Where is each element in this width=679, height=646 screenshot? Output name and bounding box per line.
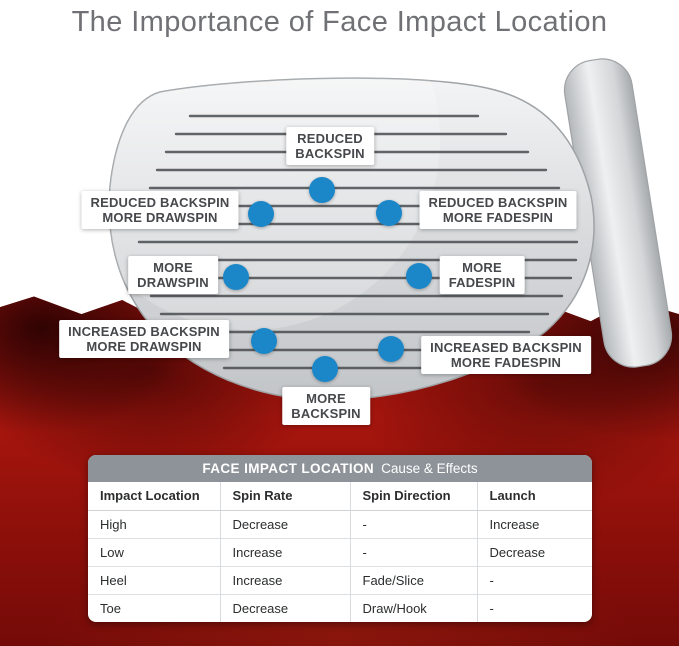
table-header: FACE IMPACT LOCATION Cause & Effects (88, 455, 592, 482)
page-title: The Importance of Face Impact Location (71, 6, 608, 38)
table-row: High Decrease - Increase (88, 510, 592, 538)
table-cell: Heel (88, 565, 221, 594)
callout-increased-backspin-more-fadespin: INCREASED BACKSPIN MORE FADESPIN (421, 336, 591, 374)
table-cell: Decrease (220, 593, 351, 622)
impact-dot-upper-heel (376, 200, 402, 226)
callout-line: REDUCED (297, 131, 363, 146)
callout-reduced-backspin-more-fadespin: REDUCED BACKSPIN MORE FADESPIN (419, 191, 577, 229)
callout-reduced-backspin-more-drawspin: REDUCED BACKSPIN MORE DRAWSPIN (81, 191, 239, 229)
callout-line: DRAWSPIN (137, 275, 209, 290)
face-impact-table-card: FACE IMPACT LOCATION Cause & Effects Imp… (88, 455, 592, 622)
callout-more-backspin: MORE BACKSPIN (282, 387, 370, 425)
callout-reduced-backspin: REDUCED BACKSPIN (286, 127, 374, 165)
table-cell: - (350, 510, 478, 538)
table-cell: Toe (88, 593, 221, 622)
callout-line: INCREASED BACKSPIN (430, 340, 582, 355)
table-cell: High (88, 510, 221, 538)
callout-line: FADESPIN (448, 275, 516, 290)
table-row: Heel Increase Fade/Slice - (88, 565, 592, 594)
table-cell: Decrease (477, 537, 592, 566)
table-row: Toe Decrease Draw/Hook - (88, 593, 592, 622)
callout-increased-backspin-more-drawspin: INCREASED BACKSPIN MORE DRAWSPIN (59, 320, 229, 358)
callout-line: BACKSPIN (291, 406, 361, 421)
table-header-subtitle: Cause & Effects (381, 461, 478, 476)
column-header-spin-direction: Spin Direction (350, 482, 478, 511)
column-header-row: Impact Location Spin Rate Spin Direction… (88, 482, 592, 511)
column-header-spin-rate: Spin Rate (220, 482, 351, 511)
impact-dot-upper-toe (248, 201, 274, 227)
callout-line: MORE (462, 260, 502, 275)
impact-dot-high (309, 177, 335, 203)
callout-line: MORE FADESPIN (450, 355, 562, 370)
callout-line: MORE DRAWSPIN (86, 339, 202, 354)
callout-line: MORE (306, 391, 346, 406)
impact-dot-lower-heel (378, 336, 404, 362)
callout-line: MORE FADESPIN (442, 210, 554, 225)
table-cell: Decrease (220, 510, 351, 538)
callout-more-fadespin: MORE FADESPIN (439, 256, 525, 294)
table-cell: Draw/Hook (350, 593, 478, 622)
impact-dot-toe (223, 264, 249, 290)
table-cell: Increase (220, 537, 351, 566)
effects-table: Impact Location Spin Rate Spin Direction… (88, 482, 592, 622)
callout-line: MORE (153, 260, 193, 275)
table-cell: Low (88, 537, 221, 566)
callout-line: BACKSPIN (295, 146, 365, 161)
impact-dot-heel (406, 263, 432, 289)
table-cell: Increase (489, 516, 540, 532)
impact-dot-low (312, 356, 338, 382)
callout-line: MORE DRAWSPIN (102, 210, 218, 225)
table-cell: - (477, 593, 592, 622)
callout-more-drawspin: MORE DRAWSPIN (128, 256, 218, 294)
callout-line: REDUCED BACKSPIN (428, 195, 568, 210)
face-highlight (109, 78, 440, 330)
table-row: Low Increase - Decrease (88, 537, 592, 566)
table-cell: Increase (220, 565, 351, 594)
table-cell: Fade/Slice (350, 565, 478, 594)
column-header-impact-location: Impact Location (88, 482, 221, 511)
table-cell: - (350, 537, 478, 566)
column-header-launch: Launch (477, 482, 592, 511)
callout-line: INCREASED BACKSPIN (68, 324, 220, 339)
table-cell: - (477, 565, 592, 594)
impact-dot-lower-toe (251, 328, 277, 354)
table-header-title: FACE IMPACT LOCATION (202, 461, 375, 476)
callout-line: REDUCED BACKSPIN (90, 195, 230, 210)
